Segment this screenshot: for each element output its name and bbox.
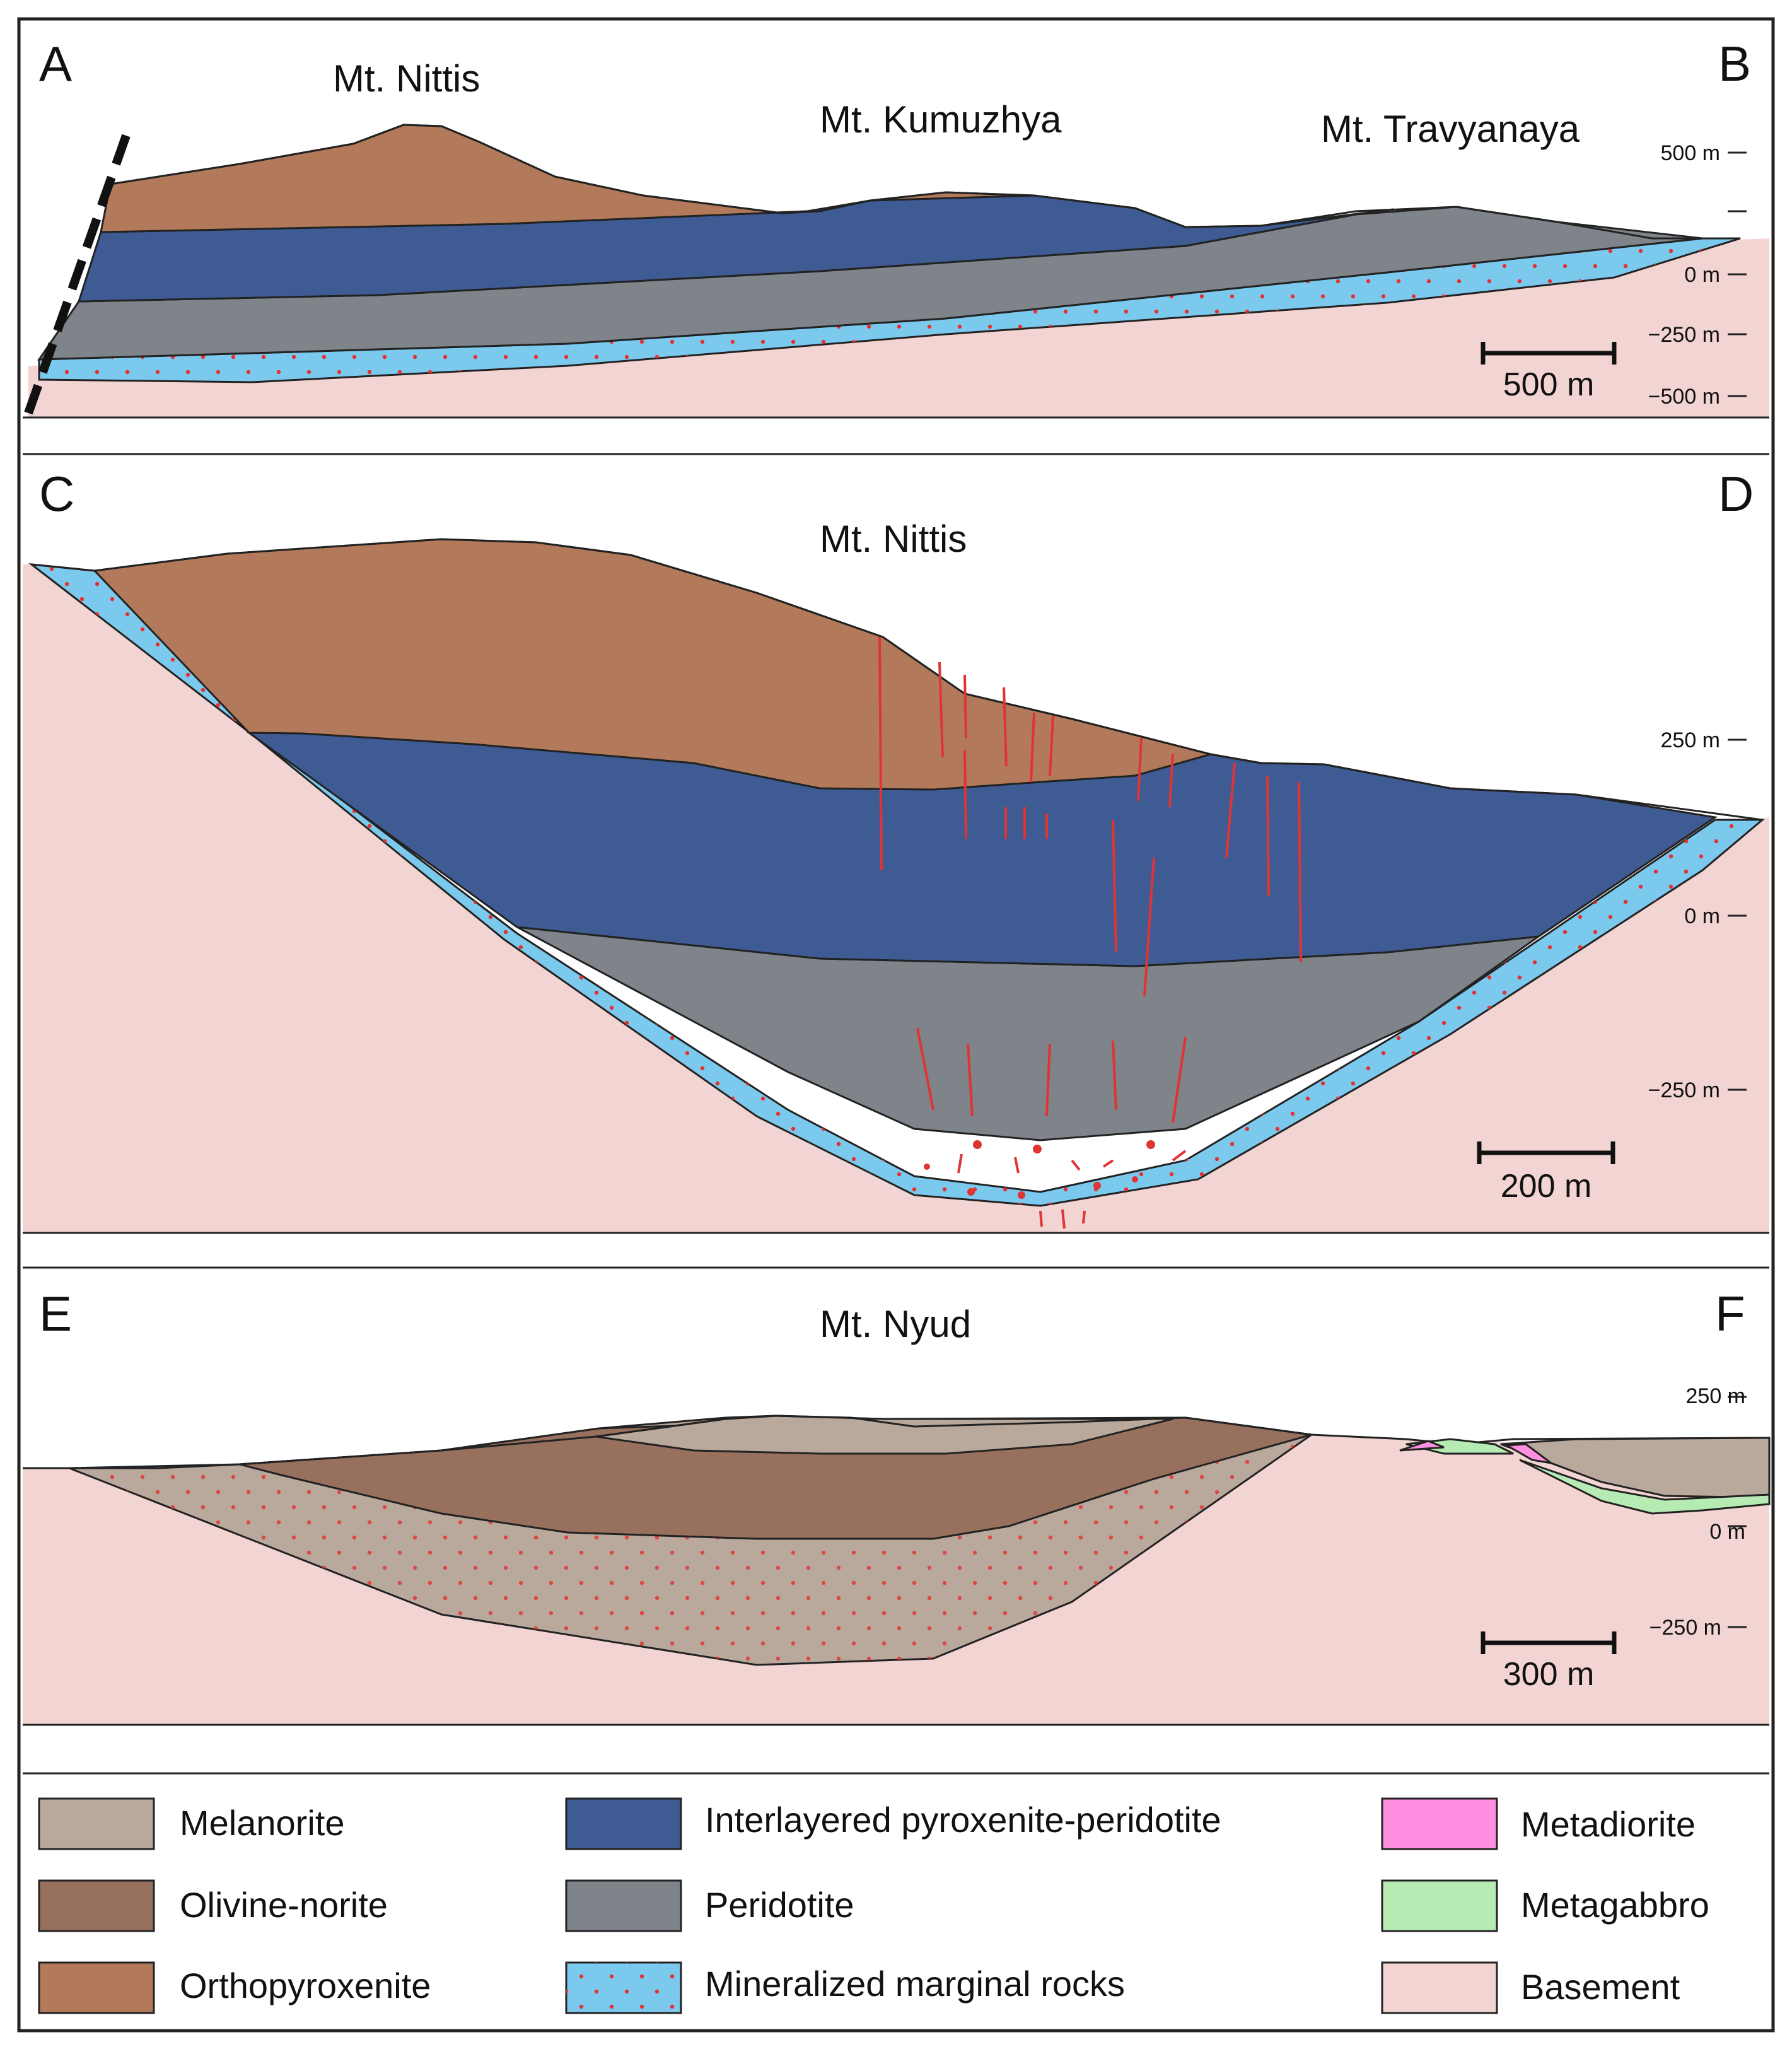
label-c: C [39,466,74,522]
mountain-label-nittis-2: Mt. Nittis [820,518,967,560]
legend-label-interlayered: Interlayered pyroxenite-peridotite [705,1800,1221,1840]
elevation-label-neg250: −250 m [1648,323,1720,347]
basement-swatch [1381,1961,1498,2014]
interlayered-swatch [565,1797,682,1850]
melanorite-swatch [38,1797,155,1850]
scale-bar-c-d: 200 m [1477,1141,1615,1205]
elevation-axis-a-b: 500 m 0 m −250 m −500 m [1648,141,1747,409]
label-d: D [1718,466,1754,522]
section-c-d: C D Mt. Nittis 250 m 0 m −250 m 200 m [23,466,1769,1269]
metagabbro-swatch [1381,1879,1498,1932]
legend-label-olivine-norite: Olivine-norite [180,1885,388,1925]
label-a: A [39,36,72,91]
elevation-label-neg500: −500 m [1648,385,1720,409]
basement-a-b [28,238,1769,417]
legend-label-metagabbro: Metagabbro [1521,1885,1709,1925]
legend-label-basement: Basement [1521,1967,1680,2007]
scale-bar-label-300m: 300 m [1503,1656,1595,1693]
legend-label-melanorite: Melanorite [180,1803,344,1843]
elevation-axis-e-f: 250 m 0 m −250 m [1649,1384,1747,1640]
elevation-label-neg250: −250 m [1648,1078,1720,1102]
mineralized-blebs [924,1140,1155,1199]
legend-label-orthopyroxenite: Orthopyroxenite [180,1966,431,2005]
metadiorite-right-e-f [1503,1443,1552,1464]
mountain-label-nittis-1: Mt. Nittis [333,57,480,100]
elevation-label-500: 500 m [1661,141,1721,165]
metagabbro-right-e-f [1519,1459,1771,1515]
scale-bar-a-b: 500 m [1481,342,1617,403]
mountain-label-nyud: Mt. Nyud [820,1303,971,1345]
elevation-label-0: 0 m [1709,1520,1745,1544]
elevation-label-0: 0 m [1684,263,1720,287]
metadiorite-left-e-f [1399,1440,1445,1452]
legend-label-peridotite: Peridotite [705,1885,854,1925]
scale-bar-label-200m: 200 m [1501,1168,1592,1205]
elevation-label-neg250: −250 m [1649,1616,1721,1640]
mineralized-veins [878,636,1302,1229]
peridotite-swatch [565,1879,682,1932]
label-f: F [1715,1286,1745,1341]
orthopyroxenite-swatch [38,1961,155,2014]
legend-label-mineralized: Mineralized marginal rocks [705,1964,1125,2004]
section-a-b: A B Mt. Nittis Mt. Kumuzhya Mt. Travyana… [23,23,1769,455]
scale-bar-label-500m: 500 m [1503,366,1595,403]
label-b: B [1718,36,1751,91]
elevation-label-250: 250 m [1661,728,1721,752]
mountain-label-kumuzhya: Mt. Kumuzhya [820,98,1062,141]
section-e-f: E F Mt. Nyud 250 m 0 m −250 m 300 m [23,1286,1771,1775]
elevation-axis-c-d: 250 m 0 m −250 m [1648,728,1747,1102]
mountain-label-travyanaya: Mt. Travyanaya [1321,108,1580,150]
legend: Melanorite Olivine-norite Orthopyroxenit… [38,1797,1709,2014]
fault-line [24,134,131,415]
elevation-label-250: 250 m [1686,1384,1746,1408]
metadiorite-swatch [1381,1797,1498,1850]
olivine-norite-swatch [38,1879,155,1932]
elevation-label-0: 0 m [1684,904,1720,928]
scale-bar-e-f: 300 m [1481,1631,1617,1693]
label-e: E [39,1286,72,1341]
basement-e-f [23,1435,1769,1725]
basement-c-d [23,564,1769,1233]
legend-label-metadiorite: Metadiorite [1521,1804,1696,1844]
